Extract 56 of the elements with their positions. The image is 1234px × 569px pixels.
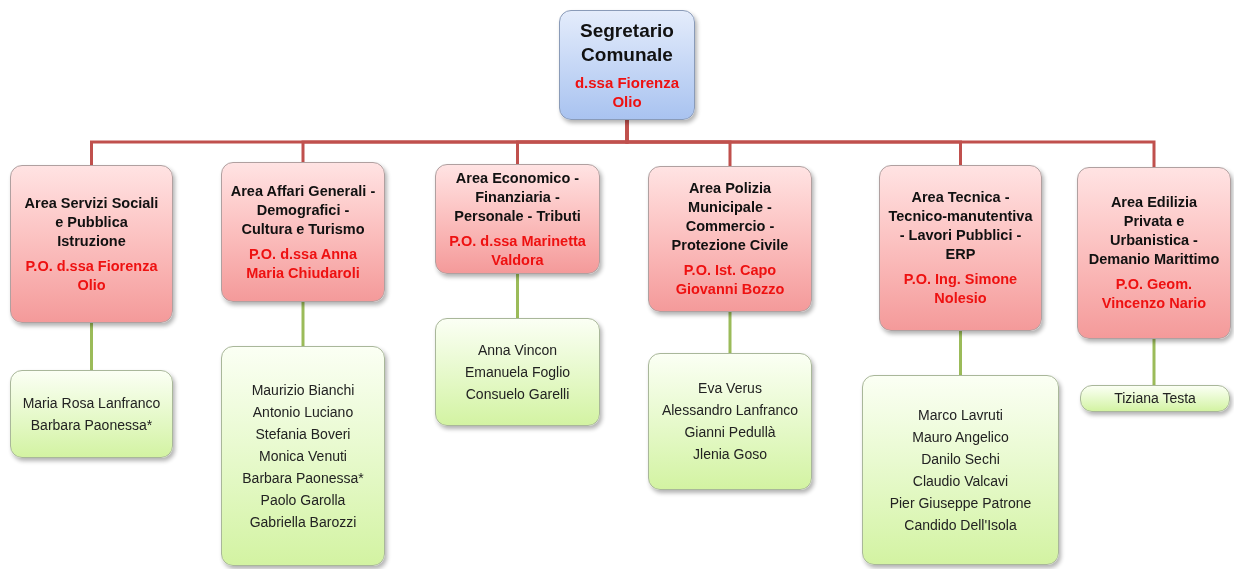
staff-box [1080, 385, 1230, 412]
staff-name: Emanuela Foglio [464, 363, 571, 381]
staff-box [435, 318, 600, 426]
manager-name: P.O. d.ssa Anna Maria Chiudaroli [245, 244, 361, 283]
staff-name: Barbara Paonessa* [242, 469, 364, 487]
area-box [648, 166, 812, 312]
area-title: Area Economico - Finanziaria - Personale - Tributi [453, 168, 582, 226]
connector-line [301, 302, 305, 346]
manager-name: P.O. Ing. Simone Nolesio [902, 270, 1019, 308]
connector-line [516, 274, 519, 318]
area-title: Area Polizia Municipale - Commercio - Protezione Civile [670, 179, 790, 255]
person-name: d.ssa Fiorenza Olio [573, 73, 681, 111]
staff-name: Paolo Garolla [260, 491, 346, 509]
manager-name: P.O. d.ssa Marinetta Valdora [448, 231, 587, 270]
manager-name: P.O. Geom. Vincenzo Nario [1100, 275, 1208, 313]
staff-name: Stefania Boveri [255, 425, 351, 443]
staff-name: Danilo Sechi [921, 450, 1000, 468]
staff-name: Gabriella Barozzi [249, 513, 357, 531]
staff-box [221, 346, 385, 566]
staff-name: Maria Rosa Lanfranco [22, 394, 161, 412]
staff-name: Monica Venuti [259, 447, 347, 465]
staff-name: Tiziana Testa [1114, 390, 1196, 407]
area-title: Area Affari Generali - Demografici - Cultura e Turismo [230, 181, 376, 239]
staff-name: Antonio Luciano [252, 403, 354, 421]
area-title: Area Edilizia Privata e Urbanistica - Demanio Marittimo [1087, 193, 1221, 269]
staff-name: Anna Vincon [477, 341, 558, 359]
staff-name: Claudio Valcavi [912, 472, 1009, 490]
connector-line [90, 323, 93, 370]
area-title: Area Servizi Sociali e Pubblica Istruzione [23, 193, 160, 251]
staff-name: Gianni Pedullà [684, 424, 776, 441]
staff-name: Pier Giuseppe Patrone [889, 494, 1032, 512]
staff-name: Maurizio Bianchi [251, 381, 355, 399]
role-title: Segretario Comunale [579, 19, 675, 67]
area-box [221, 162, 385, 302]
staff-name: Jlenia Goso [693, 446, 767, 463]
staff-box [10, 370, 173, 458]
connector-line [959, 331, 962, 375]
area-box [879, 165, 1042, 331]
area-box [10, 165, 173, 323]
staff-name: Candido Dell'Isola [904, 516, 1017, 534]
connector-line [1152, 339, 1156, 385]
area-title: Area Tecnica - Tecnico-manutentiva - Lavori Pubblici - ERP [888, 188, 1033, 264]
connector-line [728, 312, 732, 353]
staff-name: Eva Verus [698, 380, 762, 397]
staff-name: Mauro Angelico [912, 428, 1009, 446]
staff-name: Alessandro Lanfranco [661, 402, 799, 419]
area-box [1077, 167, 1231, 339]
staff-name: Marco Lavruti [918, 406, 1003, 424]
staff-box [862, 375, 1059, 565]
manager-name: P.O. d.ssa Fiorenza Olio [24, 256, 159, 295]
staff-box [648, 353, 812, 490]
manager-name: P.O. Ist. Capo Giovanni Bozzo [674, 261, 786, 299]
area-box [435, 164, 600, 274]
staff-name: Consuelo Garelli [465, 385, 570, 403]
role-box [559, 10, 695, 120]
staff-name: Barbara Paonessa* [30, 416, 153, 434]
